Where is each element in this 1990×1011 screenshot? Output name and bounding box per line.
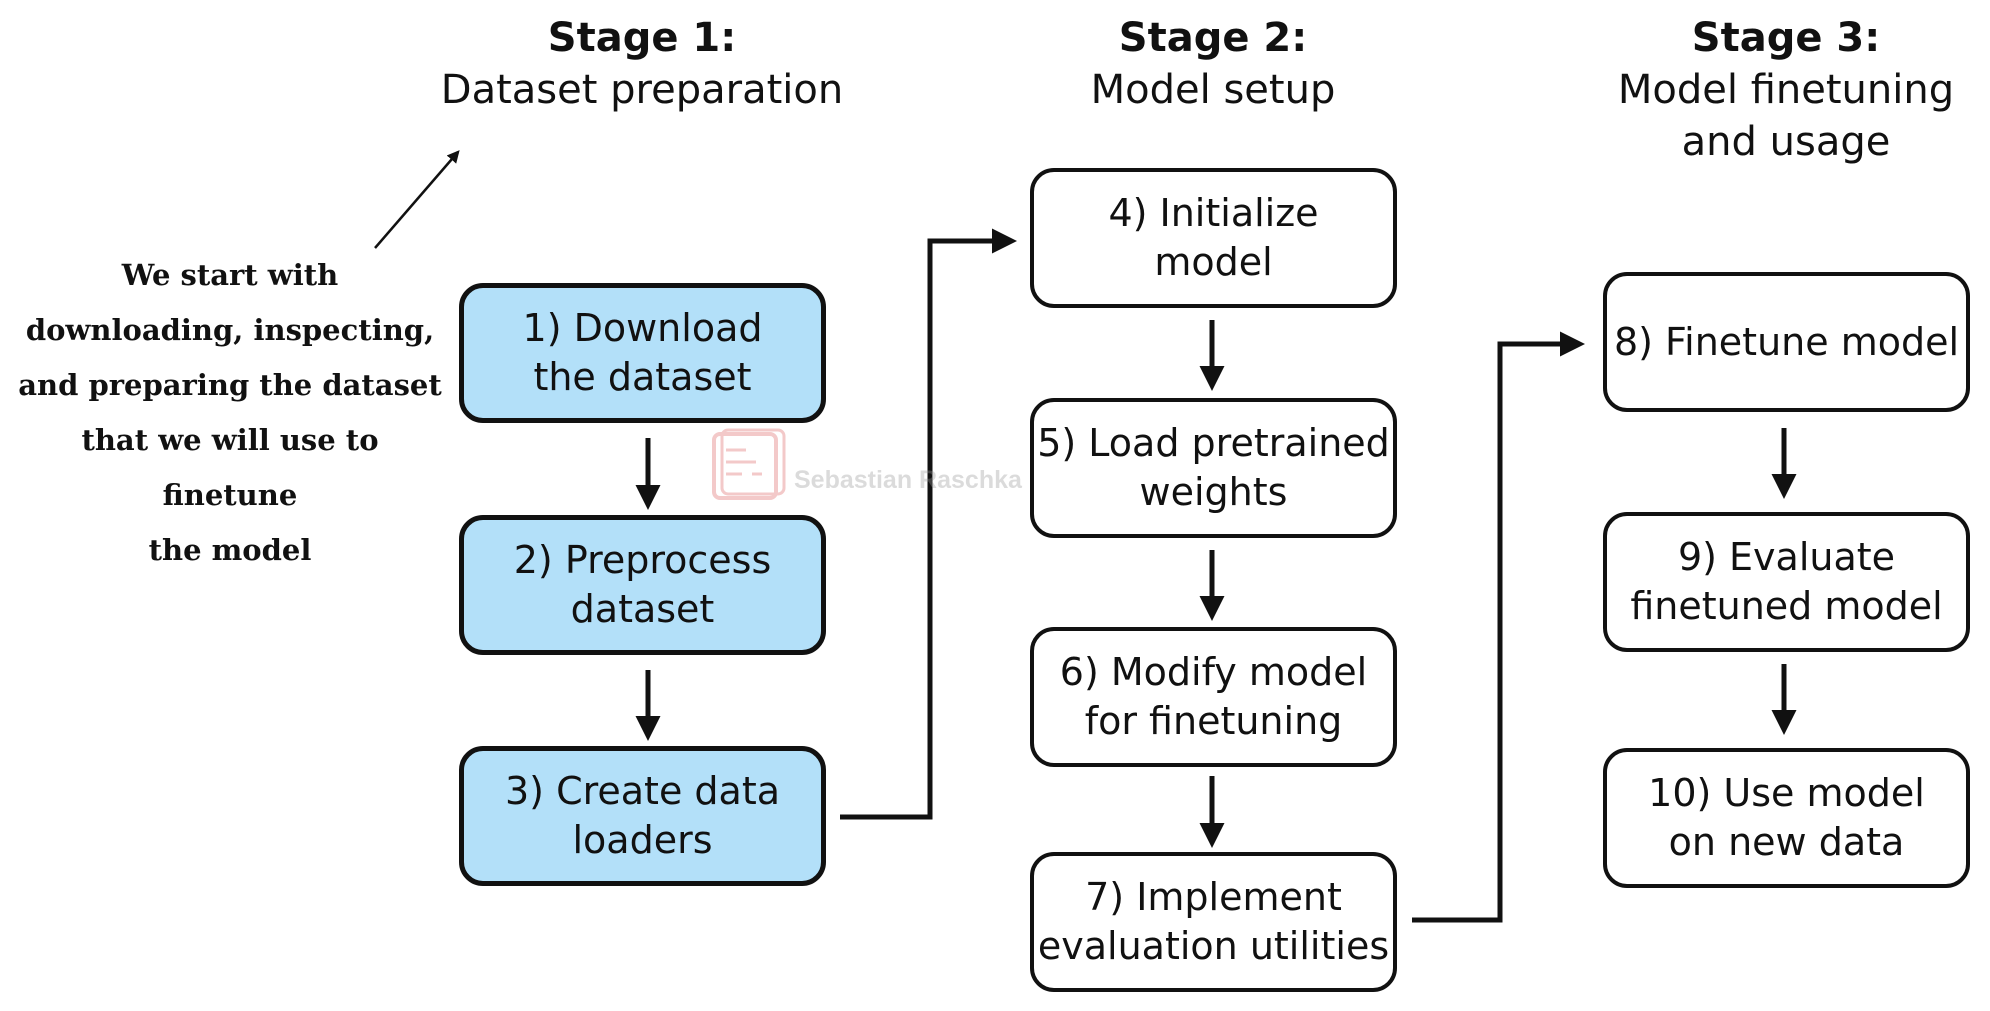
annotation-arrow xyxy=(374,150,460,249)
watermark-logo-icon xyxy=(712,428,786,500)
stage-3-header: Stage 3: Model finetuning and usage xyxy=(1526,12,1990,168)
step-7-label: 7) Implement evaluation utilities xyxy=(1037,875,1390,968)
step-9-box: 9) Evaluate finetuned model xyxy=(1603,512,1970,652)
stage-2-subtitle: Model setup xyxy=(1090,67,1336,113)
step-3-box: 3) Create data loaders xyxy=(459,746,826,886)
step-1-label: 1) Download the dataset xyxy=(522,306,763,399)
step-8-box: 8) Finetune model xyxy=(1603,272,1970,412)
step-8-label: 8) Finetune model xyxy=(1613,319,1960,364)
step-2-label: 2) Preprocess dataset xyxy=(513,538,772,631)
step-7-box: 7) Implement evaluation utilities xyxy=(1030,852,1397,992)
watermark-text: Sebastian Raschka xyxy=(794,466,1022,494)
stage-1-header: Stage 1: Dataset preparation xyxy=(382,12,902,116)
step-9-label: 9) Evaluate finetuned model xyxy=(1630,535,1943,628)
step-3-label: 3) Create data loaders xyxy=(504,769,781,862)
arrow-3-to-4 xyxy=(840,228,1017,820)
step-4-box: 4) Initialize model xyxy=(1030,168,1397,308)
step-2-box: 2) Preprocess dataset xyxy=(459,515,826,655)
step-10-label: 10) Use model on new data xyxy=(1648,771,1925,864)
intro-note: We start with downloading, inspecting, a… xyxy=(18,258,442,567)
step-5-box: 5) Load pretrained weights xyxy=(1030,398,1397,538)
step-1-box: 1) Download the dataset xyxy=(459,283,826,423)
arrow-7-to-8 xyxy=(1412,331,1585,923)
stage-2-header: Stage 2: Model setup xyxy=(953,12,1473,116)
step-6-label: 6) Modify model for finetuning xyxy=(1059,650,1368,743)
stage-2-title: Stage 2: xyxy=(1118,15,1308,61)
step-4-label: 4) Initialize model xyxy=(1108,191,1319,284)
stage-3-subtitle: Model finetuning and usage xyxy=(1617,67,1955,165)
stage-1-subtitle: Dataset preparation xyxy=(440,67,844,113)
stage-3-title: Stage 3: xyxy=(1691,15,1881,61)
watermark: Sebastian Raschka xyxy=(708,428,1068,506)
step-5-label: 5) Load pretrained weights xyxy=(1037,421,1390,514)
step-6-box: 6) Modify model for finetuning xyxy=(1030,627,1397,767)
stage-1-title: Stage 1: xyxy=(547,15,737,61)
step-10-box: 10) Use model on new data xyxy=(1603,748,1970,888)
